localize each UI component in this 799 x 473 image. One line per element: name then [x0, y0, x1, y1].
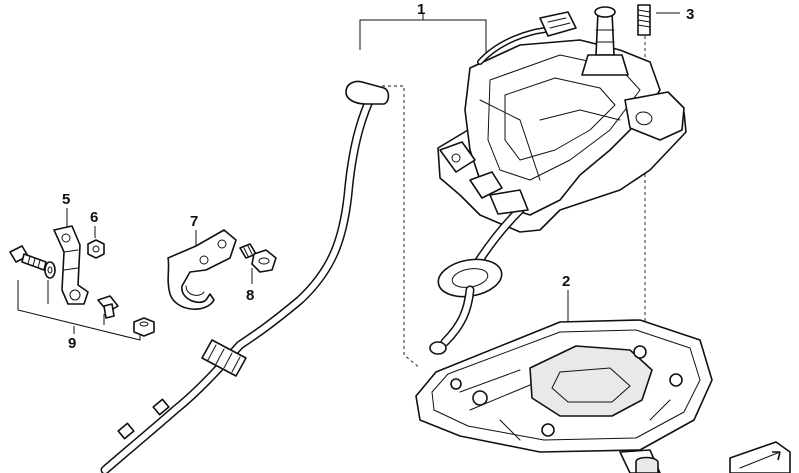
bracket-7-hole-1 [199, 255, 209, 265]
base-boss-2 [633, 345, 647, 359]
callout-3-group: 3 [637, 4, 694, 350]
screw-8-thread [243, 245, 253, 257]
frame-struts [479, 99, 621, 181]
washer-9-bore [47, 266, 53, 274]
bracket-5-hole-top [61, 233, 71, 243]
cable-main [100, 90, 377, 473]
base-boss-5 [450, 378, 462, 390]
gear-lever-stub [581, 6, 629, 76]
base-ribs [459, 369, 671, 441]
spacer-9 [97, 295, 119, 319]
foot-grommet [635, 456, 659, 473]
callout-6-group: 6 [87, 209, 105, 259]
base-rim [431, 329, 701, 441]
base-boss-3 [669, 373, 683, 387]
center-console-base [415, 319, 713, 473]
callout-2-label: 2 [562, 273, 570, 290]
callout-2-group: 2 [415, 273, 713, 473]
callout-8-group: 8 [239, 243, 277, 304]
cable-inner [102, 92, 375, 473]
nut-6-bore [92, 245, 100, 253]
washer-9 [44, 261, 56, 279]
bracket-7 [167, 229, 237, 310]
screw-8 [239, 243, 277, 273]
bolt-3-thread [637, 9, 651, 28]
bracket-7-body [167, 229, 237, 310]
diagram-symbol [729, 441, 791, 473]
lever-boot-base [581, 54, 629, 76]
callout-9-leader [17, 280, 141, 341]
callout-6-label: 6 [90, 209, 98, 226]
adjuster-ribs [207, 344, 241, 373]
gate-frame [504, 77, 616, 161]
cable-exit [429, 205, 525, 355]
bolt-9-thread [27, 255, 41, 269]
harness-wire-inner [478, 28, 547, 64]
left-mount-hole [451, 153, 461, 163]
side-mount-ear [624, 91, 685, 141]
nut-9 [133, 317, 155, 337]
bolt-9 [9, 245, 47, 271]
bracket-7-hole-2 [217, 239, 227, 249]
callout-7-group: 7 [167, 213, 237, 310]
ferrule-b [117, 422, 135, 440]
gate-opening [551, 367, 631, 403]
harness-connector [539, 11, 577, 37]
callout-5-group: 5 [53, 191, 89, 305]
rear-connector [489, 189, 529, 215]
screw-8-recess [258, 257, 270, 265]
bracket-7-clip [185, 285, 205, 296]
lever-shaft [595, 11, 615, 56]
symbol-arrowhead [772, 451, 781, 461]
symbol-arrow [739, 451, 781, 469]
base-boss-4 [541, 423, 555, 437]
mount-slot [635, 111, 653, 126]
shift-gate-recess [529, 345, 653, 417]
nut-6 [87, 239, 105, 259]
callout-1-label: 1 [417, 1, 425, 18]
callout-9-group: 9 [9, 245, 155, 352]
bracket-5 [53, 225, 89, 305]
callout-9-label: 9 [68, 335, 76, 352]
ferrule-a [152, 398, 170, 416]
cable-end-elbow [345, 80, 390, 105]
front-mount-pad [469, 171, 503, 199]
bracket-5-bends [63, 249, 79, 271]
callout-8-label: 8 [246, 287, 254, 304]
wiring-harness [477, 11, 577, 65]
base-boss-1 [472, 390, 488, 406]
spacer-9-body [103, 303, 115, 319]
bracket-5-body [53, 225, 89, 305]
left-mount-pad [439, 141, 476, 173]
callout-3-label: 3 [686, 6, 694, 23]
nut-9-body [133, 317, 155, 337]
bolt-3 [637, 4, 651, 36]
shifter-assembly [429, 6, 687, 355]
shift-cable [100, 80, 390, 473]
callout-5-label: 5 [62, 191, 70, 208]
callout-1-dash [382, 85, 421, 369]
nut-9-bore [139, 321, 149, 327]
lever-top [594, 6, 616, 18]
connector-pins [547, 17, 571, 29]
bracket-5-hole-bottom [69, 289, 81, 301]
nut-6-body [87, 239, 105, 259]
tail-end-cap [429, 341, 447, 355]
grommet-tail-inner [442, 287, 473, 345]
callout-7-label: 7 [190, 213, 198, 230]
callout-1-group: 1 [359, 1, 487, 369]
callout-1-leader [359, 19, 487, 55]
callout-9-drops [47, 280, 105, 325]
screw-8-head [251, 249, 277, 273]
lever-rings [595, 29, 615, 43]
symbol-plate [729, 441, 791, 473]
cable-adjuster [201, 339, 247, 377]
